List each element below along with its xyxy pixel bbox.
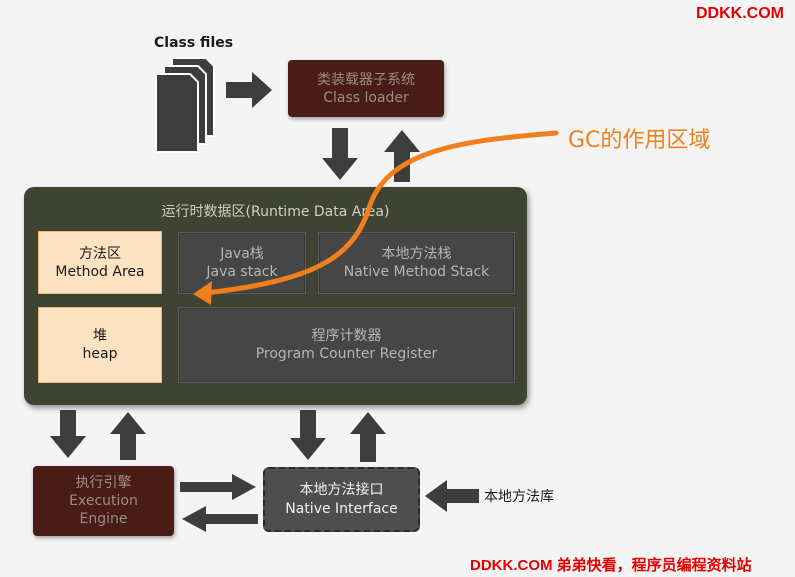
pc-register-cell: 程序计数器 Program Counter Register bbox=[178, 307, 515, 383]
arrow-left-icon bbox=[182, 506, 258, 532]
native-interface-box: 本地方法接口 Native Interface bbox=[263, 467, 420, 532]
heap-zh: 堆 bbox=[93, 328, 107, 344]
class-loader-en: Class loader bbox=[323, 89, 409, 106]
execution-engine-en1: Execution bbox=[69, 493, 138, 509]
arrow-left-icon bbox=[425, 480, 479, 512]
gc-label: GC的作用区域 bbox=[568, 128, 711, 153]
native-method-stack-cell: 本地方法栈 Native Method Stack bbox=[318, 232, 515, 294]
execution-engine-box: 执行引擎 Execution Engine bbox=[33, 466, 174, 536]
method-area-en: Method Area bbox=[55, 263, 145, 280]
arrow-right-icon bbox=[226, 72, 272, 108]
runtime-data-area: 运行时数据区(Runtime Data Area) 方法区 Method Are… bbox=[24, 187, 527, 405]
arrow-up-icon bbox=[350, 412, 386, 462]
class-loader-zh: 类装载器子系统 bbox=[317, 71, 415, 88]
class-files-label: Class files bbox=[154, 35, 234, 51]
native-interface-en: Native Interface bbox=[285, 500, 398, 517]
watermark-bottom: DDKK.COM 弟弟快看，程序员编程资料站 bbox=[470, 557, 752, 574]
runtime-native-arrows bbox=[290, 410, 386, 462]
arrow-up-icon bbox=[384, 130, 420, 182]
loader-runtime-arrows bbox=[322, 128, 420, 182]
heap-cell: 堆 heap bbox=[38, 307, 162, 383]
native-interface-zh: 本地方法接口 bbox=[299, 481, 384, 498]
arrow-down-icon bbox=[290, 410, 326, 460]
runtime-engine-arrows bbox=[50, 410, 146, 460]
arrow-down-icon bbox=[50, 410, 86, 458]
class-loader-box: 类装载器子系统 Class loader bbox=[288, 60, 444, 117]
method-area-zh: 方法区 bbox=[79, 245, 121, 262]
native-library-label: 本地方法库 bbox=[484, 489, 554, 505]
native-method-stack-zh: 本地方法栈 bbox=[381, 246, 452, 262]
pc-register-en: Program Counter Register bbox=[255, 346, 438, 362]
java-stack-cell: Java栈 Java stack bbox=[178, 232, 306, 294]
class-files-icon bbox=[155, 57, 215, 153]
heap-en: heap bbox=[82, 346, 118, 362]
engine-native-arrows bbox=[180, 474, 258, 532]
pc-register-zh: 程序计数器 bbox=[311, 328, 382, 344]
watermark-top: DDKK.COM bbox=[696, 5, 784, 22]
java-stack-en: Java stack bbox=[206, 264, 278, 280]
execution-engine-en2: Engine bbox=[79, 511, 128, 527]
arrow-up-icon bbox=[110, 412, 146, 460]
runtime-title: 运行时数据区(Runtime Data Area) bbox=[161, 204, 390, 220]
execution-engine-zh: 执行引擎 bbox=[75, 475, 132, 491]
arrow-right-icon bbox=[180, 474, 256, 500]
native-method-stack-en: Native Method Stack bbox=[343, 264, 490, 280]
java-stack-zh: Java栈 bbox=[220, 246, 264, 262]
arrow-down-icon bbox=[322, 128, 358, 180]
method-area-cell: 方法区 Method Area bbox=[38, 231, 162, 294]
